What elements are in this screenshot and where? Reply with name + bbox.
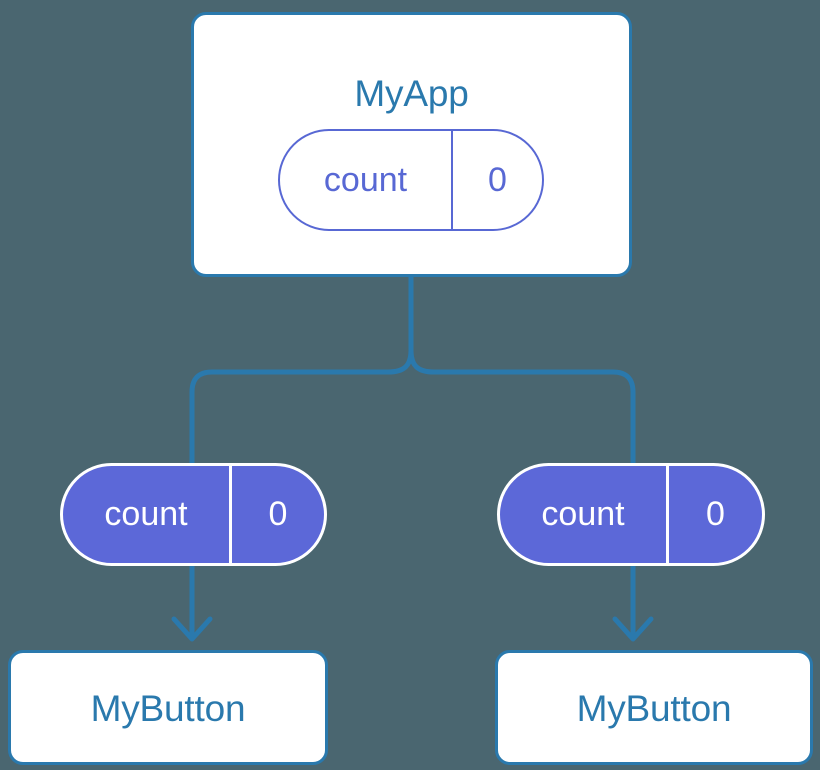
arrow-head-left-icon <box>171 616 213 642</box>
component-myapp-label: MyApp <box>354 73 469 114</box>
state-key-label: count <box>280 131 453 229</box>
component-mybutton-label: MyButton <box>576 688 732 729</box>
connector-fork-left <box>189 349 414 463</box>
state-key-label: count <box>500 466 669 563</box>
state-value-label: 0 <box>488 160 507 199</box>
arrow-head-right-icon <box>612 616 654 642</box>
state-value-label: 0 <box>268 495 288 533</box>
state-value-label: 0 <box>706 495 725 533</box>
connector-fork-right <box>408 349 636 463</box>
state-pill-child-right[interactable]: count 0 <box>497 463 765 566</box>
state-pill-myapp[interactable]: count 0 <box>278 129 544 231</box>
state-pill-child-left[interactable]: count 0 <box>60 463 327 566</box>
component-mybutton-label: MyButton <box>90 688 246 729</box>
state-key-label: count <box>63 466 232 563</box>
component-mybutton-left[interactable]: MyButton <box>8 650 328 765</box>
component-mybutton-right[interactable]: MyButton <box>495 650 813 765</box>
